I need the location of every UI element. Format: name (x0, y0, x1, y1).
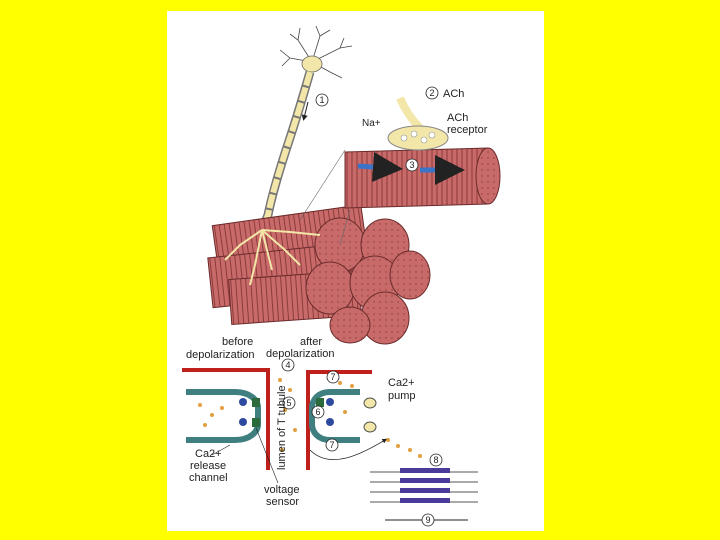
svg-text:8: 8 (433, 455, 438, 465)
ca-pump (364, 422, 376, 432)
release-channel (239, 418, 247, 426)
depolarization-arrow (358, 166, 388, 168)
step-marker-1: 1 (316, 94, 328, 106)
sarcoplasmic-reticulum-left (186, 392, 258, 440)
sodium-label: Na+ (362, 118, 381, 129)
motor-neuron (262, 26, 352, 230)
neuron-soma (302, 56, 322, 72)
ca-pump (364, 398, 376, 408)
svg-text:1: 1 (319, 95, 324, 105)
muscle-bundle (208, 205, 430, 344)
fiber-end (390, 251, 430, 299)
svg-text:9: 9 (425, 515, 430, 525)
svg-text:3: 3 (409, 160, 414, 170)
svg-text:6: 6 (315, 407, 320, 417)
voltage-sensor-label-2: sensor (266, 496, 299, 508)
after-label-2: depolarization (266, 348, 335, 360)
release-channel (326, 398, 334, 406)
voltage-sensor (252, 418, 260, 427)
step-marker-8: 8 (430, 454, 442, 466)
step-marker-6: 6 (312, 406, 324, 418)
thin-filaments (370, 472, 478, 502)
fiber-end (306, 262, 354, 314)
voltage-sensor-label-1: voltage (264, 484, 299, 496)
voltage-sensor (316, 398, 324, 407)
step-marker-7b: 7 (326, 439, 338, 451)
after-label-1: after (300, 336, 322, 348)
fiber-segment (345, 148, 488, 208)
step-marker-2: 2 (426, 87, 438, 99)
thick-filaments (400, 468, 450, 503)
svg-text:4: 4 (285, 360, 290, 370)
axon (262, 72, 310, 230)
step-marker-3: 3 (406, 159, 418, 171)
ca-pump-label-1: Ca2+ (388, 377, 415, 389)
release-channel (239, 398, 247, 406)
ach-label: ACh (443, 88, 464, 100)
before-label-2: depolarization (186, 349, 255, 361)
voltage-sensor (252, 398, 260, 407)
step-marker-9: 9 (422, 514, 434, 526)
ca-release-label-3: channel (189, 472, 228, 484)
myofibril (370, 468, 478, 520)
fiber-end (330, 307, 370, 343)
svg-text:7: 7 (330, 372, 335, 382)
svg-text:7: 7 (329, 440, 334, 450)
ca-release-label-1: Ca2+ (195, 448, 222, 460)
ca-release-label-2: release (190, 460, 226, 472)
step-marker-7a: 7 (327, 371, 339, 383)
ca-pump-label-2: pump (388, 390, 416, 402)
nerve-terminal (388, 126, 448, 150)
fiber-segment-end (476, 148, 500, 204)
release-channel (326, 418, 334, 426)
step-marker-4: 4 (282, 359, 294, 371)
ach-receptor-label-2: receptor (447, 124, 488, 136)
before-label-1: before (222, 336, 253, 348)
ach-receptor-label-1: ACh (447, 112, 468, 124)
t-tubule-label: lumen of T tubule (276, 385, 288, 470)
nerve-terminal-axon (400, 98, 420, 128)
svg-text:2: 2 (429, 88, 434, 98)
